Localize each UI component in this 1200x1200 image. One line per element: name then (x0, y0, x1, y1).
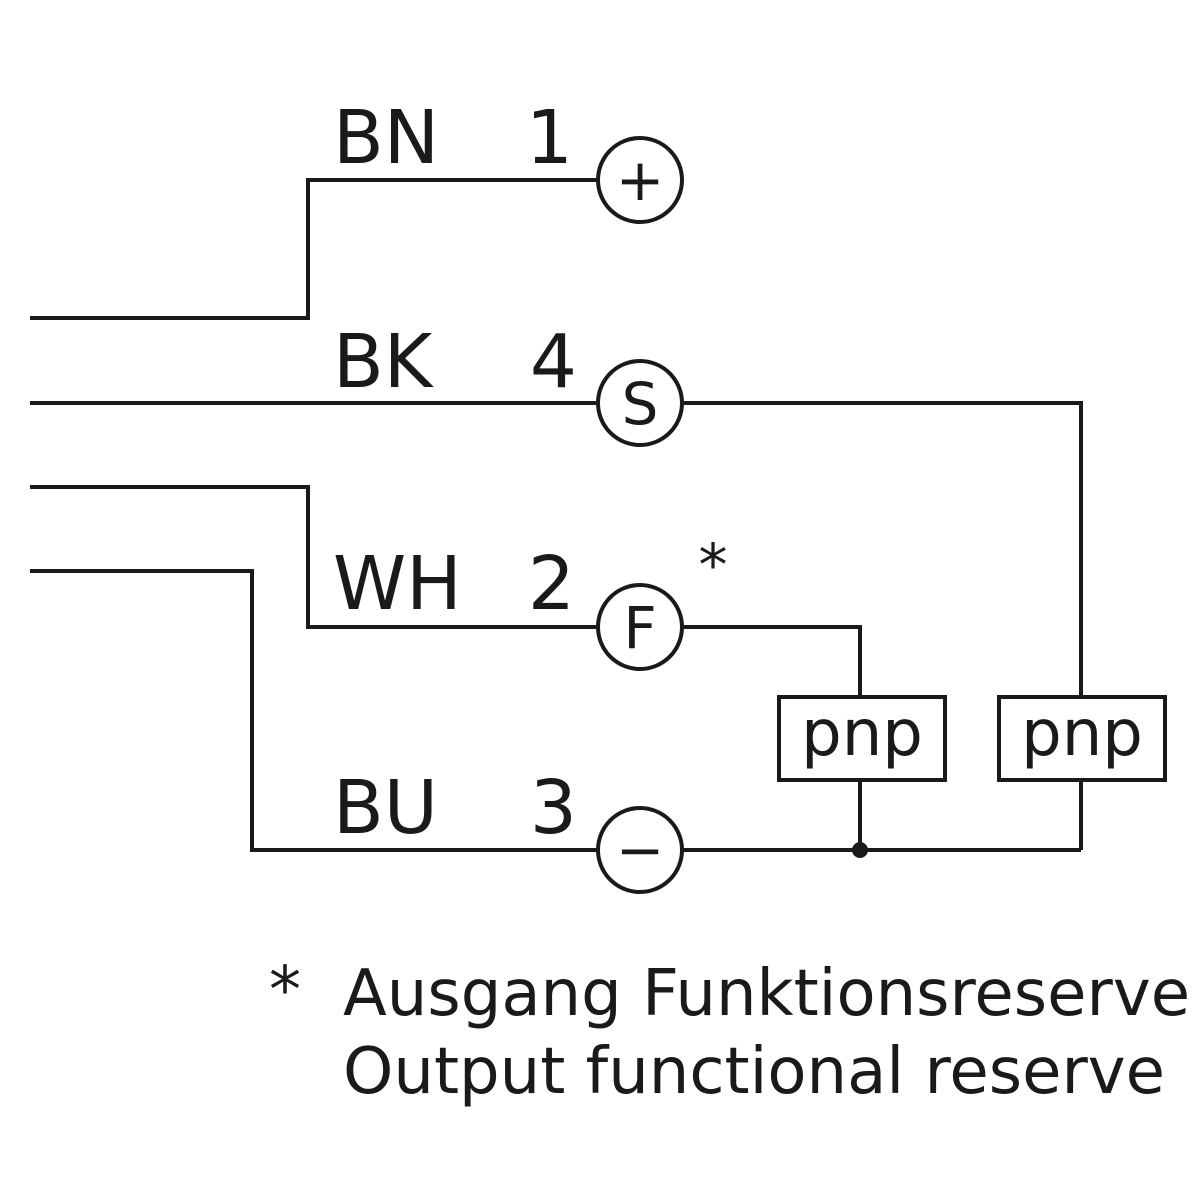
terminal-minus-symbol: − (616, 816, 665, 884)
wire-bn-pin-label: 1 (526, 95, 573, 181)
footnote-line-de: Ausgang Funktionsreserve (343, 957, 1190, 1031)
terminal-s-symbol: S (622, 370, 659, 438)
wire-wh-color-label: WH (333, 541, 462, 627)
wire-bk (30, 401, 1083, 697)
terminal-plus-symbol: + (616, 146, 665, 214)
terminal-plus: + (596, 136, 684, 224)
pnp-output-box-f: pnp (777, 695, 947, 782)
terminal-minus: − (596, 806, 684, 894)
wire-bu-pin-label: 3 (530, 765, 577, 851)
pnp-output-label-s: pnp (1021, 697, 1143, 771)
terminal-s: S (596, 359, 684, 447)
pnp-output-label-f: pnp (801, 697, 923, 771)
junction-dot (852, 842, 868, 858)
wire-bn (30, 178, 598, 320)
pnp-output-box-s: pnp (997, 695, 1167, 782)
wire-bu-color-label: BU (333, 765, 438, 851)
wire-wh-pin-label: 2 (528, 541, 575, 627)
footnote-line-en: Output functional reserve (343, 1035, 1165, 1109)
terminal-f: F (596, 583, 684, 671)
wire-bk-pin-label: 4 (530, 319, 577, 405)
wire-wh (30, 485, 862, 697)
functional-reserve-marker: * (699, 531, 728, 599)
terminal-f-symbol: F (623, 594, 656, 662)
footnote-marker: * (269, 954, 301, 1028)
wire-bn-color-label: BN (333, 95, 439, 181)
wire-bk-color-label: BK (333, 319, 435, 405)
wire-bu (30, 569, 1081, 852)
